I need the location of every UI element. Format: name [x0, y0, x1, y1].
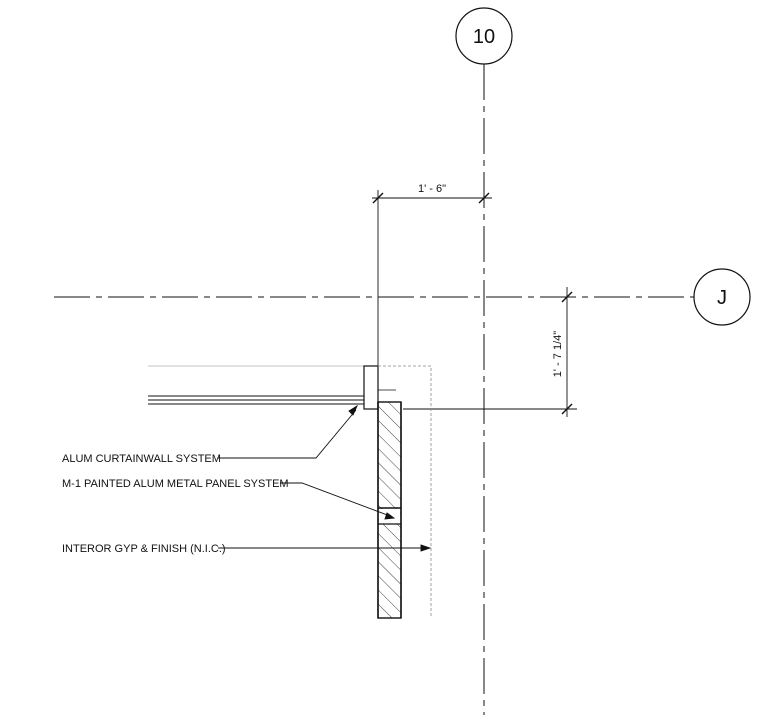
callout-interior: INTEROR GYP & FINISH (N.I.C.): [62, 543, 226, 555]
callout-leader-interior: [218, 544, 432, 552]
interior-finish-outline: [378, 365, 432, 618]
dimension-vertical: [403, 287, 577, 417]
grid-bubble-10-label: 10: [473, 26, 495, 48]
grid-bubble-10: 10: [455, 7, 513, 65]
callout-leader-curtainwall: [218, 404, 359, 459]
callout-metal-panel: M-1 PAINTED ALUM METAL PANEL SYSTEM: [62, 478, 289, 490]
metal-panel-wall: [377, 401, 402, 619]
dimension-vertical-label: 1' - 7 1/4": [552, 331, 564, 377]
grid-bubble-j: J: [693, 268, 751, 326]
grid-bubble-j-label: J: [717, 287, 727, 309]
callout-curtainwall: ALUM CURTAINWALL SYSTEM: [62, 453, 221, 465]
curtainwall-system: [148, 365, 396, 410]
dimension-horizontal-label: 1' - 6": [418, 183, 446, 195]
dimension-horizontal: [372, 190, 492, 366]
callout-leader-metal-panel: [280, 482, 396, 520]
